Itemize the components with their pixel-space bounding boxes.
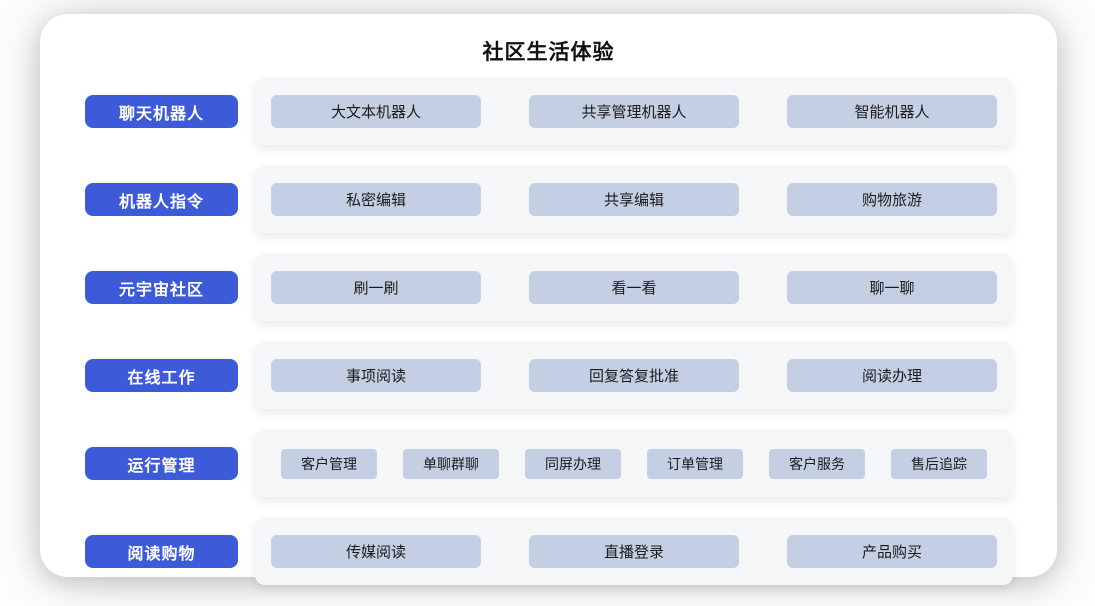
community-life-card: 社区生活体验 聊天机器人 大文本机器人 共享管理机器人 智能机器人 机器人指令 私密…	[40, 14, 1057, 585]
category-row: 元宇宙社区 刷一刷 看一看 聊一聊	[85, 254, 1013, 321]
item-button[interactable]: 聊一聊	[787, 271, 997, 304]
category-button-5[interactable]: 阅读购物	[85, 535, 238, 568]
item-button[interactable]: 单聊群聊	[403, 448, 499, 479]
category-button-3[interactable]: 在线工作	[85, 359, 238, 392]
item-button[interactable]: 传媒阅读	[271, 535, 481, 568]
category-button-1[interactable]: 机器人指令	[85, 183, 238, 216]
category-row: 运行管理 客户管理单聊群聊同屏办理订单管理客户服务售后追踪	[85, 430, 1013, 497]
item-button[interactable]: 售后追踪	[891, 448, 987, 479]
item-button[interactable]: 产品购买	[787, 535, 997, 568]
items-strip: 客户管理单聊群聊同屏办理订单管理客户服务售后追踪	[255, 430, 1013, 497]
category-button-2[interactable]: 元宇宙社区	[85, 271, 238, 304]
item-button[interactable]: 共享编辑	[529, 183, 739, 216]
item-button[interactable]: 私密编辑	[271, 183, 481, 216]
category-row: 机器人指令 私密编辑 共享编辑 购物旅游	[85, 166, 1013, 233]
items-strip: 传媒阅读 直播登录 产品购买	[255, 518, 1013, 585]
category-row: 在线工作 事项阅读 回复答复批准 阅读办理	[85, 342, 1013, 409]
category-button-4[interactable]: 运行管理	[85, 447, 238, 480]
item-button[interactable]: 共享管理机器人	[529, 95, 739, 128]
page-title: 社区生活体验	[482, 41, 615, 64]
item-button[interactable]: 回复答复批准	[529, 359, 739, 392]
item-button[interactable]: 购物旅游	[787, 183, 997, 216]
item-button[interactable]: 阅读办理	[787, 359, 997, 392]
category-button-0[interactable]: 聊天机器人	[85, 95, 238, 128]
category-rows-container: 聊天机器人 大文本机器人 共享管理机器人 智能机器人 机器人指令 私密编辑 共享编辑 购…	[40, 78, 1057, 585]
item-button[interactable]: 看一看	[529, 271, 739, 304]
category-row: 阅读购物 传媒阅读 直播登录 产品购买	[85, 518, 1013, 585]
item-button[interactable]: 直播登录	[529, 535, 739, 568]
item-button[interactable]: 客户管理	[281, 448, 377, 479]
items-strip: 大文本机器人 共享管理机器人 智能机器人	[255, 78, 1013, 145]
category-row: 聊天机器人 大文本机器人 共享管理机器人 智能机器人	[85, 78, 1013, 145]
items-strip: 私密编辑 共享编辑 购物旅游	[255, 166, 1013, 233]
item-button[interactable]: 事项阅读	[271, 359, 481, 392]
items-strip: 刷一刷 看一看 聊一聊	[255, 254, 1013, 321]
item-button[interactable]: 大文本机器人	[271, 95, 481, 128]
item-button[interactable]: 智能机器人	[787, 95, 997, 128]
item-button[interactable]: 订单管理	[647, 448, 743, 479]
items-strip: 事项阅读 回复答复批准 阅读办理	[255, 342, 1013, 409]
item-button[interactable]: 同屏办理	[525, 448, 621, 479]
item-button[interactable]: 客户服务	[769, 448, 865, 479]
item-button[interactable]: 刷一刷	[271, 271, 481, 304]
